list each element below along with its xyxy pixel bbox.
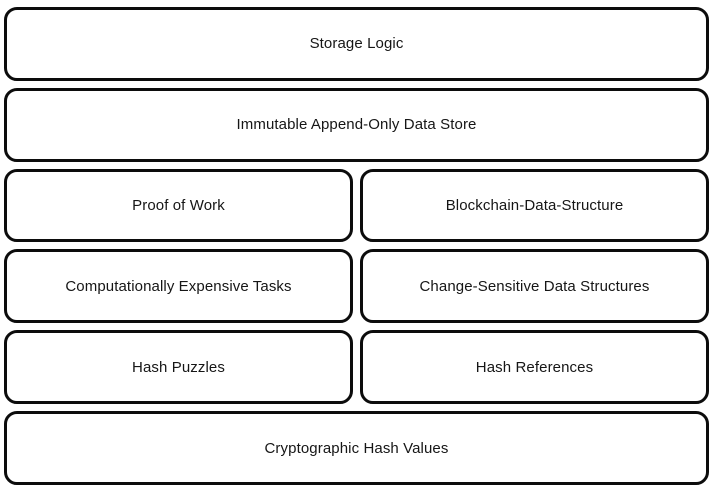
row-cryptographic-hash-values: Cryptographic Hash Values — [4, 411, 709, 485]
row-hash-puzzles-references: Hash Puzzles Hash References — [4, 330, 709, 405]
box-proof-of-work: Proof of Work — [4, 168, 353, 243]
row-storage-logic: Storage Logic — [4, 7, 709, 81]
box-change-sensitive-data-structures: Change-Sensitive Data Structures — [360, 249, 709, 324]
box-cryptographic-hash-values: Cryptographic Hash Values — [4, 411, 709, 485]
box-blockchain-data-structure: Blockchain-Data-Structure — [360, 168, 709, 243]
box-hash-puzzles: Hash Puzzles — [4, 330, 353, 405]
box-hash-references: Hash References — [360, 330, 709, 405]
box-immutable-append-only-data-store: Immutable Append-Only Data Store — [4, 87, 709, 162]
box-computationally-expensive-tasks: Computationally Expensive Tasks — [4, 249, 353, 324]
row-proof-blockchain: Proof of Work Blockchain-Data-Structure — [4, 168, 709, 243]
box-storage-logic: Storage Logic — [4, 7, 709, 81]
row-immutable-store: Immutable Append-Only Data Store — [4, 87, 709, 162]
row-tasks-structures: Computationally Expensive Tasks Change-S… — [4, 249, 709, 324]
